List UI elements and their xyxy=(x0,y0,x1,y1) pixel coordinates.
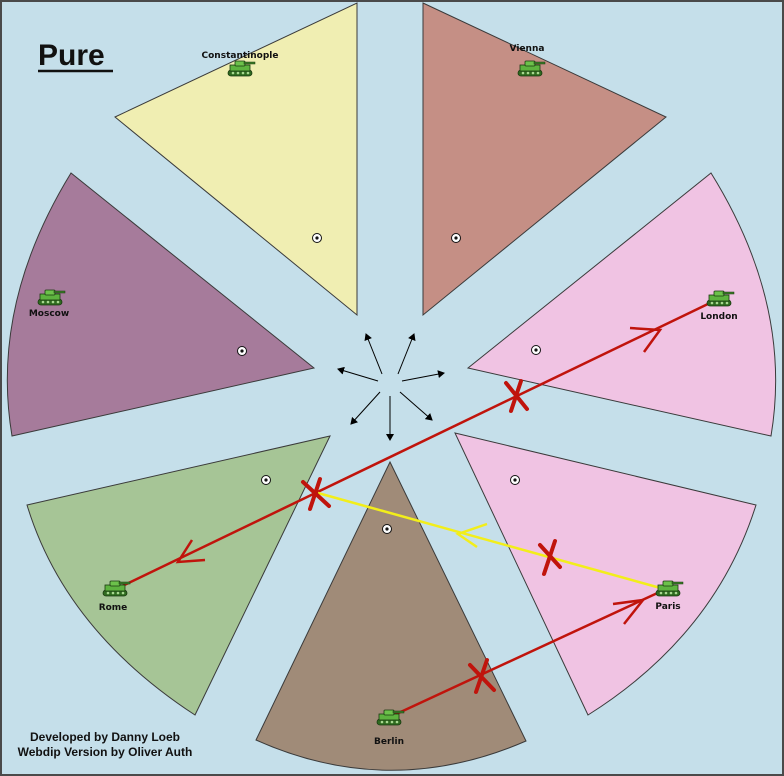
order-move-berlin-paris xyxy=(391,588,665,718)
order-support-paris-rome xyxy=(317,491,665,591)
label-constantinople: Constantinople xyxy=(202,51,279,61)
label-moscow: Moscow xyxy=(29,309,69,319)
supply-center-icon xyxy=(531,345,541,355)
territory-berlin[interactable] xyxy=(255,460,527,771)
supply-center-icon xyxy=(382,524,392,534)
credits-webdip: Webdip Version by Oliver Auth xyxy=(18,745,193,759)
label-paris: Paris xyxy=(655,602,680,612)
label-vienna: Vienna xyxy=(510,44,545,54)
label-london: London xyxy=(700,312,737,322)
territory-vienna[interactable] xyxy=(422,2,667,317)
supply-center-icon xyxy=(510,475,520,485)
label-rome: Rome xyxy=(99,603,128,613)
territory-moscow[interactable] xyxy=(6,172,316,437)
failed-order-x-icon xyxy=(504,379,529,413)
failed-order-x-icon xyxy=(301,477,331,511)
supply-center-icon xyxy=(312,233,322,243)
credits-developer: Developed by Danny Loeb xyxy=(30,730,180,744)
failed-order-x-icon xyxy=(538,539,562,576)
supply-center-icon xyxy=(261,475,271,485)
order-move-london-rome xyxy=(113,301,711,592)
label-berlin: Berlin xyxy=(374,737,404,747)
territory-rome[interactable] xyxy=(26,435,331,716)
map-title: Pure xyxy=(38,39,105,72)
territory-london[interactable] xyxy=(466,172,777,437)
supply-center-icon xyxy=(237,346,247,356)
territory-constantinople[interactable] xyxy=(114,2,358,317)
center-compass-arrows xyxy=(337,333,445,441)
failed-order-x-icon xyxy=(468,658,496,694)
supply-center-icon xyxy=(451,233,461,243)
